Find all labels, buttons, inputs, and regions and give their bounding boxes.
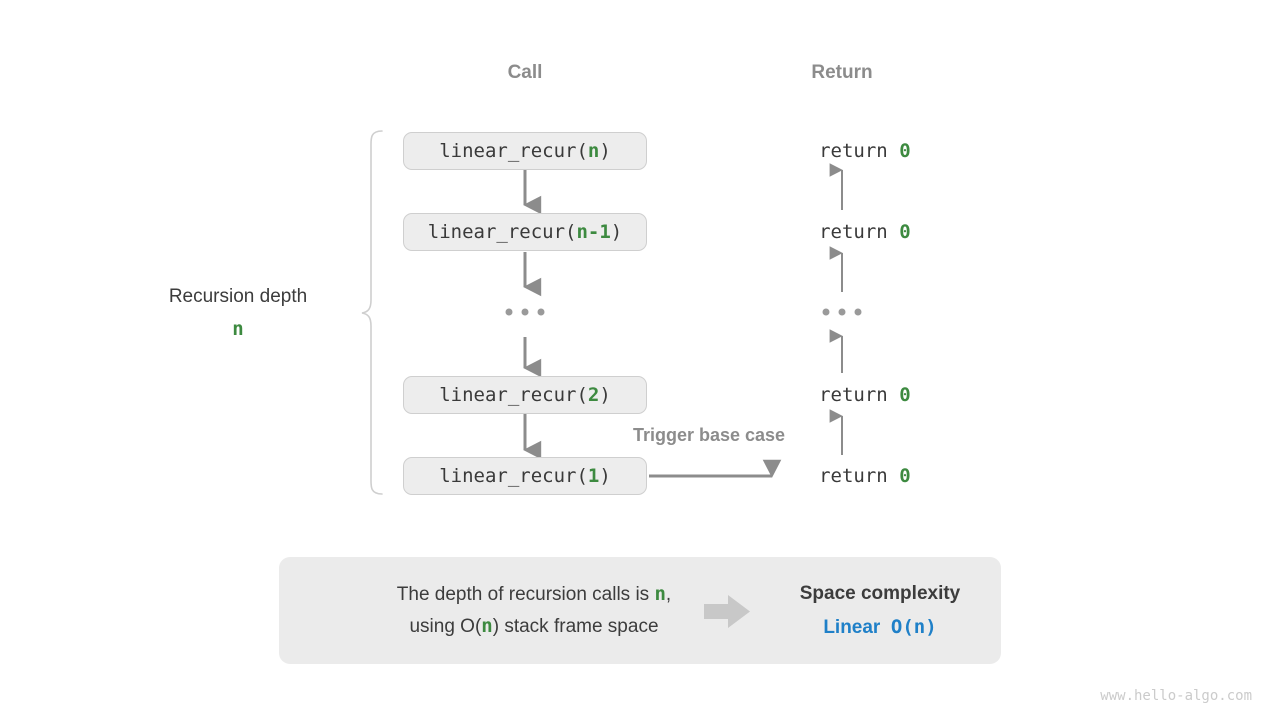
summary-line1-highlight: n	[654, 583, 666, 605]
return-value: 0	[899, 465, 911, 487]
frame-text-suffix: )	[599, 465, 611, 487]
summary-description: The depth of recursion calls is n, using…	[309, 557, 759, 664]
frame-text-suffix: )	[599, 384, 611, 406]
frame-text-arg: 2	[587, 384, 600, 406]
return-value: 0	[899, 140, 911, 162]
call-frame-box: linear_recur(n-1)	[403, 213, 647, 251]
return-label: return 0	[773, 118, 911, 184]
column-header-return: Return	[811, 62, 873, 83]
recursion-depth-title: Recursion depth	[168, 286, 308, 307]
complexity-name: Linear	[823, 616, 881, 638]
return-keyword: return	[819, 140, 900, 162]
dot	[537, 308, 545, 316]
frame-text-suffix: )	[599, 140, 611, 162]
recursion-depth-label: Recursion depth n	[169, 286, 307, 340]
dot	[521, 308, 529, 316]
return-label: return 0	[773, 199, 911, 265]
return-keyword: return	[819, 465, 900, 487]
return-label: return 0	[773, 443, 911, 509]
dot	[854, 308, 862, 316]
frame-text-suffix: )	[610, 221, 623, 243]
return-label: return 0	[773, 362, 911, 428]
call-ellipsis	[505, 308, 545, 316]
block-arrow-shape	[704, 595, 750, 628]
return-keyword: return	[819, 221, 900, 243]
frame-text-arg: n	[587, 140, 600, 162]
summary-line1-text: The depth of recursion calls is	[396, 584, 655, 605]
complexity-spacer	[880, 617, 891, 638]
summary-line2-highlight: n	[481, 615, 493, 637]
summary-result: Space complexity Linear O(n)	[759, 557, 1001, 664]
frame-text-arg: n-1	[576, 221, 611, 243]
complexity-notation: O(n)	[890, 615, 937, 638]
summary-line2-tail: ) stack frame space	[492, 616, 659, 637]
implies-block-arrow	[704, 595, 750, 628]
space-complexity-value: Linear O(n)	[823, 616, 936, 639]
frame-text-arg: 1	[587, 465, 600, 487]
call-frame-box: linear_recur(2)	[403, 376, 647, 414]
frame-text-prefix: linear_recur(	[439, 465, 588, 487]
return-keyword: return	[819, 384, 900, 406]
call-frame-box: linear_recur(1)	[403, 457, 647, 495]
frame-text-prefix: linear_recur(	[439, 384, 588, 406]
summary-line2-text: using O(	[409, 616, 482, 637]
dot	[505, 308, 513, 316]
call-frame-box: linear_recur(n)	[403, 132, 647, 170]
frame-text-prefix: linear_recur(	[439, 140, 588, 162]
column-header-call: Call	[507, 62, 543, 83]
summary-panel: The depth of recursion calls is n, using…	[279, 557, 1001, 664]
return-ellipsis	[822, 308, 862, 316]
frame-text-prefix: linear_recur(	[427, 221, 577, 243]
summary-line-1: The depth of recursion calls is n,	[397, 583, 671, 606]
recursion-depth-value: n	[232, 318, 244, 340]
space-complexity-title: Space complexity	[799, 582, 961, 604]
watermark: www.hello-algo.com	[1100, 688, 1252, 704]
return-value: 0	[899, 384, 911, 406]
summary-line-2: using O(n) stack frame space	[409, 615, 658, 638]
dot	[822, 308, 830, 316]
return-value: 0	[899, 221, 911, 243]
summary-line1-tail: ,	[665, 584, 672, 605]
recursion-depth-brace	[361, 130, 383, 495]
dot	[838, 308, 846, 316]
trigger-base-case-label: Trigger base case	[632, 425, 786, 445]
